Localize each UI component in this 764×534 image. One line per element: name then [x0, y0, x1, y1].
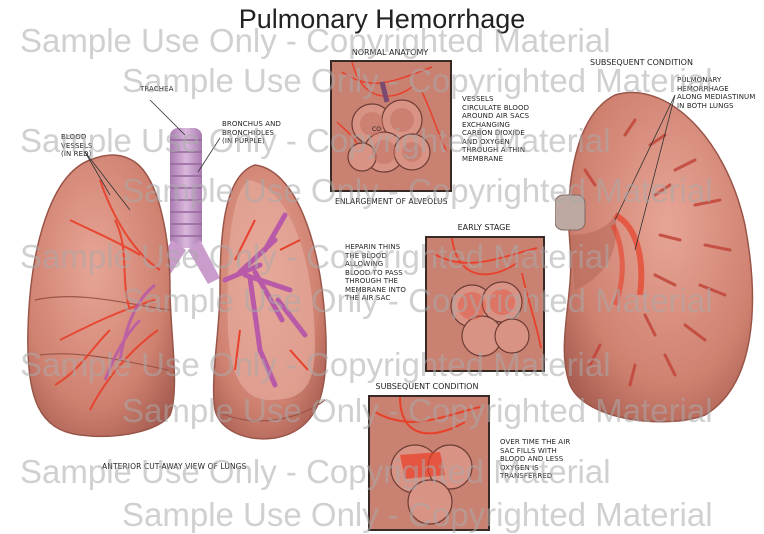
right-lung	[28, 155, 175, 436]
early-stage-heading: EARLY STAGE	[425, 223, 543, 232]
normal-anatomy-heading: NORMAL ANATOMY	[330, 48, 450, 57]
co2-label: CO	[372, 126, 381, 135]
early-stage-panel	[425, 236, 545, 372]
page-title: Pulmonary Hemorrhage	[0, 4, 764, 35]
normal-alveolus-illustration	[332, 62, 450, 190]
normal-anatomy-caption: ENLARGEMENT OF ALVEOLUS	[335, 198, 448, 207]
left-lung	[214, 165, 327, 439]
subsequent-right-heading: SUBSEQUENT CONDITION	[590, 58, 693, 67]
normal-alveolus-panel: CO	[330, 60, 452, 192]
trachea-label: TRACHEA	[140, 85, 174, 94]
subsequent-lung-illustration	[555, 75, 760, 430]
early-stage-illustration	[427, 238, 543, 370]
subsequent-bottom-panel	[368, 395, 490, 531]
anterior-view-caption: ANTERIOR CUT-AWAY VIEW OF LUNGS	[102, 463, 246, 472]
subsequent-bottom-illustration	[370, 397, 488, 529]
subsequent-bottom-heading: SUBSEQUENT CONDITION	[366, 382, 488, 391]
